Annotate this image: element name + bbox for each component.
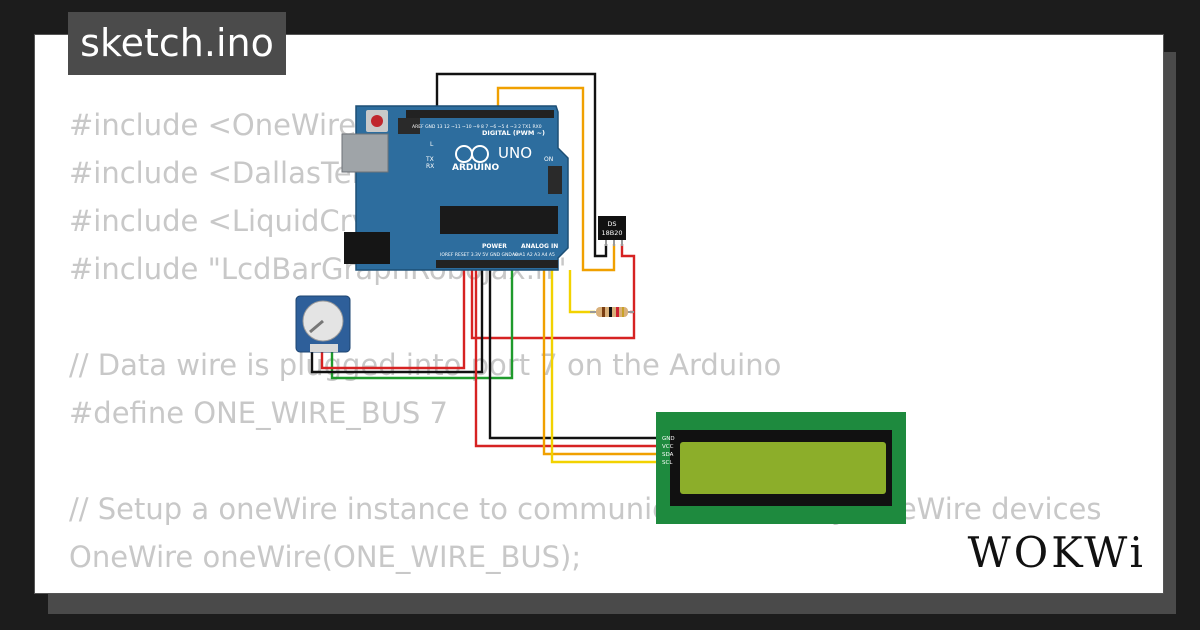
wire-red-pot[interactable] (320, 264, 466, 370)
ds18b20-sensor[interactable]: DS 18B20 (598, 216, 626, 246)
lcd-pin-scl: SCL (662, 460, 673, 466)
wire-yellow-resistor[interactable] (568, 270, 595, 314)
lcd-screen (680, 442, 886, 494)
wire-orange-data[interactable] (496, 86, 616, 272)
wire-black-sensor-gnd[interactable] (435, 72, 608, 258)
lcd-pin-labels: GND VCC SDA SCL (662, 436, 675, 466)
power-pin-labels: IOREF RESET 3.3V 5V GND GND Vin (440, 252, 520, 258)
wire-green-pot[interactable] (330, 264, 514, 380)
power-analog-header (436, 260, 558, 268)
wire-red-sensor-vcc[interactable] (470, 244, 636, 340)
lcd-pin-sda: SDA (662, 452, 674, 458)
arduino-uno[interactable]: ARDUINO UNO DIGITAL (PWM ~) POWER ANALOG… (341, 105, 569, 271)
wires (310, 72, 660, 464)
sensor-label-2: 18B20 (601, 229, 622, 237)
power-label: POWER (482, 243, 507, 250)
usb-port (341, 133, 389, 173)
arduino-logo-right (471, 145, 489, 163)
potentiometer[interactable] (295, 295, 351, 353)
analog-label: ANALOG IN (521, 243, 558, 250)
sensor-label-1: DS (607, 220, 616, 228)
code-line: #define ONE_WIRE_BUS 7 (69, 396, 448, 430)
wire-black-lcd-gnd[interactable] (488, 264, 660, 440)
wire-black-pot[interactable] (310, 264, 484, 374)
digital-header (406, 110, 554, 118)
icsp2-header (548, 166, 562, 194)
wokwi-logo: WOKWi (967, 528, 1146, 577)
lcd-display[interactable]: GND VCC SDA SCL (656, 412, 906, 524)
lcd-pin-vcc: VCC (662, 444, 674, 450)
icsp-header (398, 118, 420, 134)
rx-label: RX (426, 163, 434, 170)
reset-button-cap (371, 115, 383, 127)
wire-yellow-lcd-scl[interactable] (550, 264, 660, 464)
on-label: ON (544, 156, 553, 163)
power-jack (344, 232, 390, 264)
potentiometer-pointer (309, 319, 324, 334)
wire-red-lcd-vcc[interactable] (474, 264, 660, 448)
digital-pin-labels: AREF GND 13 12 ~11 ~10 ~9 8 7 ~6 ~5 4 ~3… (412, 124, 542, 130)
wire-orange-lcd-sda[interactable] (542, 264, 660, 456)
arduino-model: UNO (498, 144, 532, 162)
code-line: OneWire oneWire(ONE_WIRE_BUS); (69, 540, 582, 574)
lcd-pin-gnd: GND (662, 436, 675, 442)
digital-label: DIGITAL (PWM ~) (482, 129, 545, 137)
l-label: L (430, 141, 434, 148)
atmega-chip (440, 206, 558, 234)
resistor[interactable] (590, 307, 634, 317)
tx-label: TX (425, 156, 434, 163)
file-tab[interactable]: sketch.ino (68, 12, 286, 75)
potentiometer-pins (310, 344, 338, 352)
analog-pin-labels: A0 A1 A2 A3 A4 A5 (512, 252, 555, 258)
arduino-brand: ARDUINO (452, 163, 500, 173)
